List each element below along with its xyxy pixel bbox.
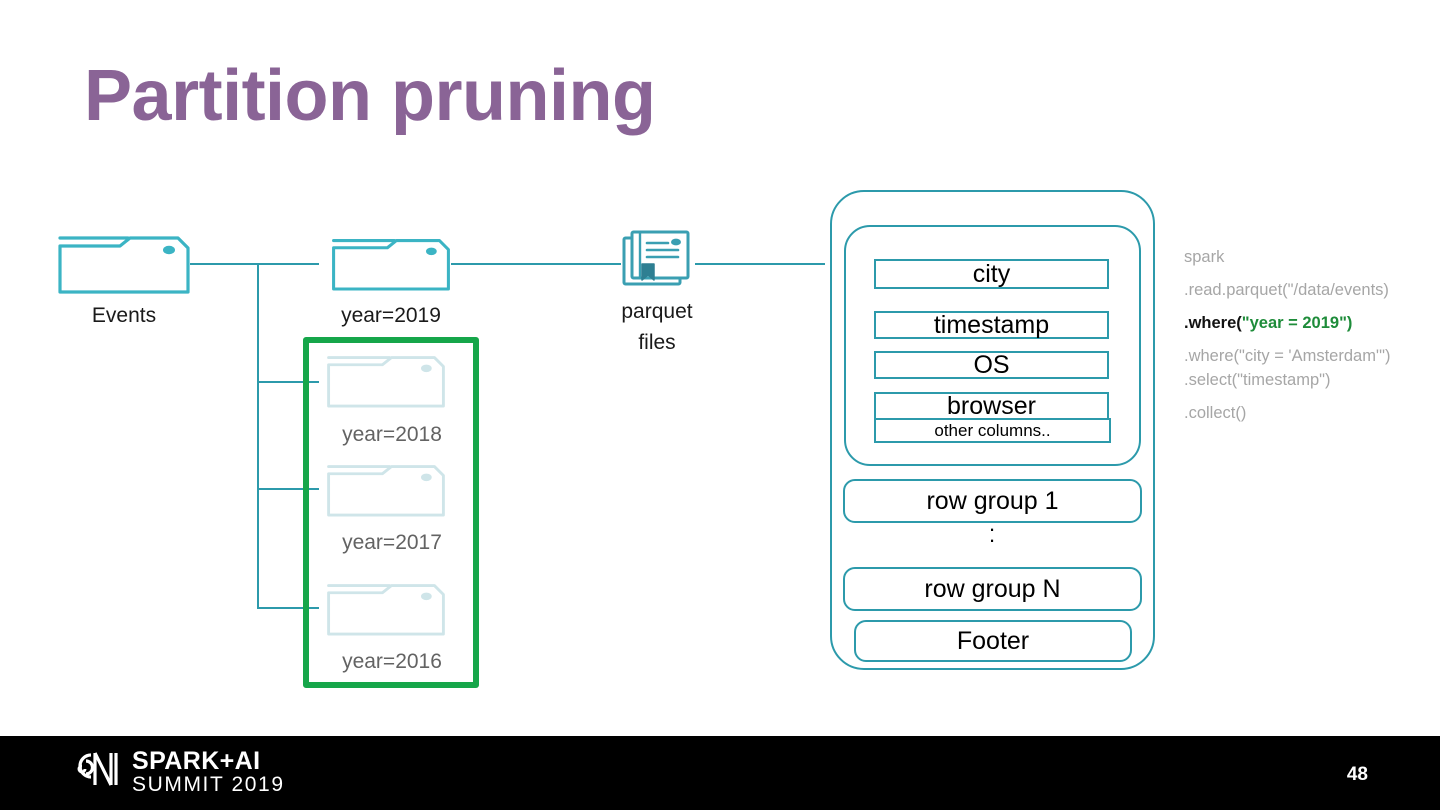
row-group-label: row group N [924,574,1061,603]
code-line-spark: spark [1184,248,1225,266]
code-where-arg: "year = 2019") [1241,313,1353,332]
code-where-call: .where( [1184,313,1242,332]
row-group-box-n[interactable]: row group N [843,567,1142,611]
code-line-where-city: .where("city = 'Amsterdam'") [1184,346,1391,365]
column-label: OS [973,350,1010,379]
column-box-other-columns[interactable]: other columns.. [874,418,1111,443]
connector-branch-2018 [257,381,319,383]
ellipsis-dot-1: . [988,511,996,536]
parquet-label-line1: parquet [621,300,693,323]
brand-wordmark: SPARK+AI SUMMIT 2019 [132,746,285,796]
code-line-select: .select("timestamp") [1184,370,1331,389]
code-line-where-year: .where("year = 2019") [1184,312,1434,336]
folder-icon-year-2016[interactable] [325,577,447,639]
folder-icon-year-2017[interactable] [325,458,447,520]
footer-box[interactable]: Footer [854,620,1132,662]
folder-icon-events[interactable] [56,230,192,296]
folder-label-year-2019: year=2019 [341,304,441,327]
folder-icon-year-2018[interactable] [325,349,447,411]
column-label: other columns.. [934,420,1051,440]
column-label: timestamp [933,310,1050,339]
connector-2019-parquet [451,263,621,265]
column-box-timestamp[interactable]: timestamp [874,311,1109,339]
ellipsis-dot-2: . [988,522,996,547]
column-box-city[interactable]: city [874,259,1109,289]
brand-line2: SUMMIT 2019 [132,772,285,796]
row-group-ellipsis: . . [966,511,1018,547]
connector-branch-2016 [257,607,319,609]
code-line-read-parquet: .read.parquet("/data/events) [1184,280,1389,299]
code-snippet: spark .read.parquet("/data/events) .wher… [1184,246,1434,426]
code-line-collect: .collect() [1184,403,1247,422]
pruned-partitions-highlight [303,337,479,688]
column-box-browser[interactable]: browser [874,392,1109,420]
column-label: browser [947,391,1036,420]
connector-events-trunk [190,263,318,265]
parquet-label-line2: files [638,331,676,354]
brand-logo: SPARK+AI SUMMIT 2019 [70,747,285,796]
parquet-columns-group [844,225,1141,466]
page-title: Partition pruning [84,56,656,136]
folder-label-year-2018: year=2018 [342,423,442,446]
document-stack-icon[interactable] [620,228,692,295]
footer-box-label: Footer [956,626,1030,655]
column-label: city [972,259,1011,288]
folder-label-events: Events [91,304,157,327]
connector-branch-2017 [257,488,319,490]
folder-label-year-2017: year=2017 [342,531,442,554]
folder-label-year-2016: year=2016 [342,650,442,673]
page-number: 48 [1346,764,1368,785]
connector-trunk-vertical [257,263,259,608]
connector-parquet-structure [695,263,825,265]
parquet-file-container [830,190,1155,670]
folder-icon-year-2019[interactable] [330,230,452,296]
brand-line1: SPARK+AI [132,746,261,775]
footer-bar: SPARK+AI SUMMIT 2019 48 [0,736,1440,810]
column-box-os[interactable]: OS [874,351,1109,379]
connector-branch-2019 [257,263,319,265]
spark-summit-logo-icon [70,747,122,796]
row-group-label: row group 1 [926,486,1059,515]
row-group-box-1[interactable]: row group 1 [843,479,1142,523]
